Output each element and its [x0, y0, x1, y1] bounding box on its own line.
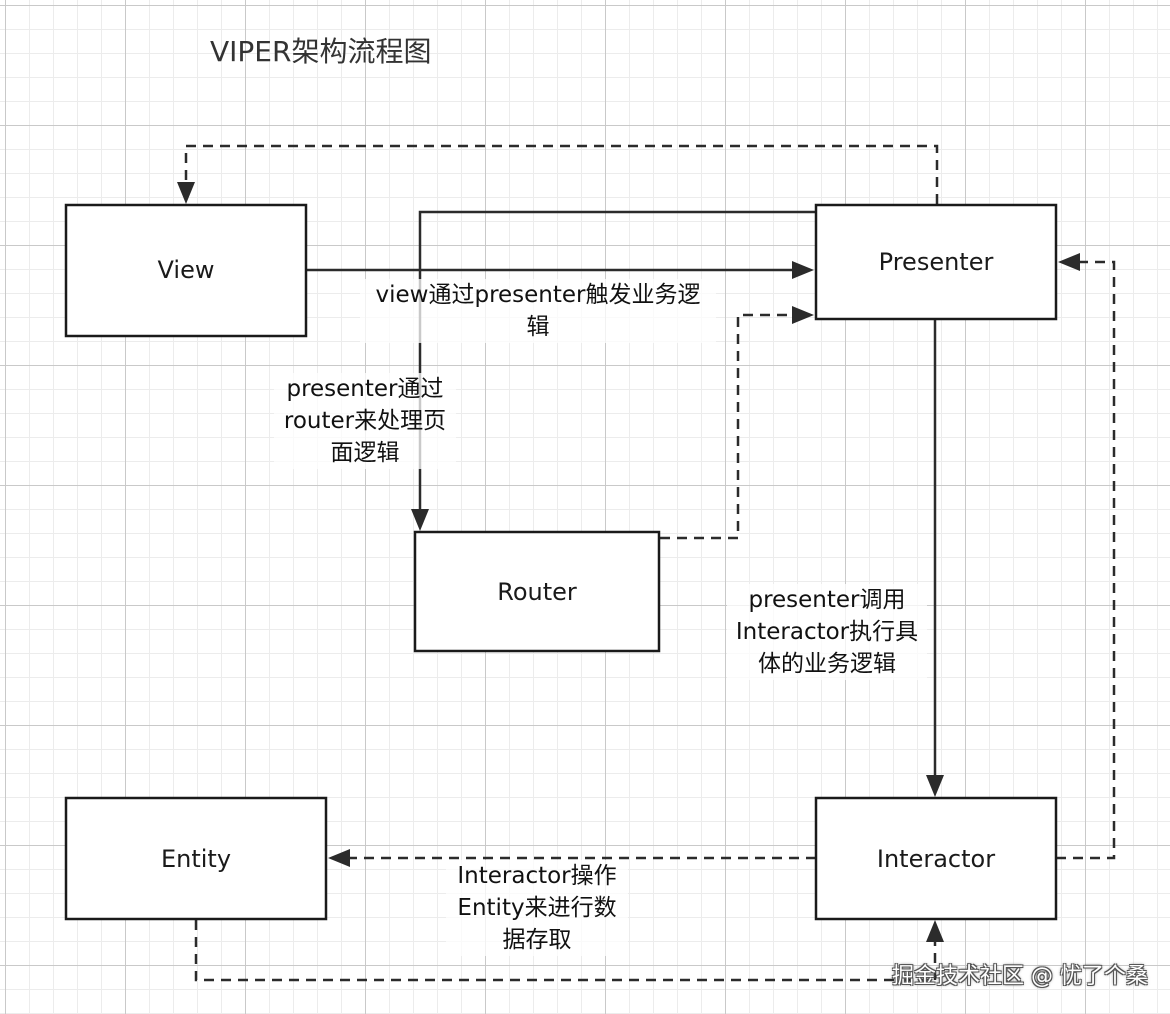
arrowhead-interactor-to-presenter — [1058, 253, 1080, 271]
edge-presenter-to-view — [184, 144, 939, 204]
node-entity: Entity — [64, 796, 328, 921]
arrowhead-presenter-to-router — [411, 509, 429, 531]
node-router-label: Router — [497, 578, 577, 606]
annotation-line: Interactor执行具 — [735, 619, 919, 645]
diagram-title: VIPER架构流程图 — [210, 35, 432, 68]
annotation-line: presenter通过 — [286, 376, 444, 402]
annotation-presenter-interactor: presenter调用 Interactor执行具 体的业务逻辑 — [727, 584, 927, 680]
node-presenter: Presenter — [814, 203, 1058, 321]
annotation-line: 体的业务逻辑 — [758, 651, 896, 677]
arrowhead-interactor-to-entity — [328, 849, 350, 867]
arrowhead-presenter-to-view — [177, 182, 195, 204]
watermark: 掘金技术社区 @ 忧了个桑 — [892, 964, 1148, 989]
edge-interactor-to-presenter — [1056, 260, 1116, 860]
edge-router-to-presenter — [660, 313, 796, 540]
arrowhead-entity-to-interactor — [926, 920, 944, 942]
arrowhead-view-to-presenter — [792, 261, 814, 279]
connectors — [177, 144, 1116, 982]
node-view-label: View — [158, 256, 215, 284]
annotation-line: view通过presenter触发业务逻 — [375, 282, 701, 308]
annotation-line: Entity来进行数 — [457, 895, 617, 921]
annotation-line: 据存取 — [502, 927, 572, 953]
annotation-line: 辑 — [526, 314, 550, 340]
annotation-line: Interactor操作 — [457, 863, 617, 889]
node-interactor: Interactor — [814, 796, 1058, 921]
annotation-line: router来处理页 — [283, 408, 447, 434]
node-router: Router — [413, 530, 661, 653]
annotation-view-presenter: view通过presenter触发业务逻 辑 — [360, 279, 716, 343]
node-presenter-label: Presenter — [879, 248, 994, 276]
node-view: View — [64, 203, 308, 338]
annotation-presenter-router: presenter通过 router来处理页 面逻辑 — [274, 373, 456, 469]
arrowhead-presenter-to-interactor — [926, 775, 944, 797]
edge-entity-to-interactor — [194, 920, 937, 982]
edge-presenter-to-router — [418, 210, 816, 512]
annotation-interactor-entity: Interactor操作 Entity来进行数 据存取 — [446, 860, 628, 956]
node-interactor-label: Interactor — [877, 845, 995, 873]
arrowhead-router-to-presenter — [792, 306, 814, 324]
node-entity-label: Entity — [161, 845, 231, 873]
annotation-line: presenter调用 — [748, 587, 906, 613]
annotation-line: 面逻辑 — [330, 440, 400, 466]
